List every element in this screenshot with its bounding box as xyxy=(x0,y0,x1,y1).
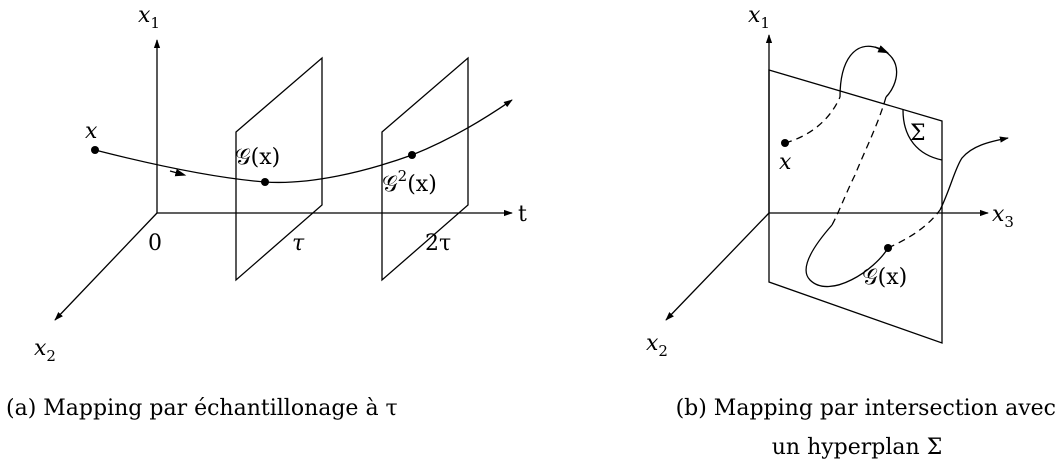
plane-tau xyxy=(235,56,323,282)
caption-b-line1: (b) Mapping par intersection avec xyxy=(676,396,1056,421)
caption-b-line2: un hyperplan Σ xyxy=(772,435,943,460)
trajectory-b-dash1 xyxy=(784,96,841,144)
point-g-b xyxy=(884,244,892,252)
axis-x2-b xyxy=(665,212,770,321)
diagram-a: x1 x2 t 0 τ 2τ x 𝒢(x) 𝒢2(x) (a) Mapping … xyxy=(6,3,527,421)
sigma-arc xyxy=(902,109,943,161)
plane-2tau xyxy=(381,56,469,282)
trajectory-a xyxy=(94,99,513,184)
label-point-g2-a: 𝒢2(x) xyxy=(382,167,437,197)
label-2tau: 2τ xyxy=(425,231,451,256)
label-point-g-a: 𝒢(x) xyxy=(235,145,280,170)
label-origin-a: 0 xyxy=(148,231,162,256)
label-point-x-a: x xyxy=(85,119,98,144)
axis-x2-a xyxy=(54,212,158,321)
label-x1-a: x1 xyxy=(138,3,160,32)
label-x1-b: x1 xyxy=(748,3,770,32)
label-x2-b: x2 xyxy=(646,331,668,360)
label-sigma: Σ xyxy=(910,121,926,146)
trajectory-b-loop-bottom xyxy=(805,224,889,288)
label-tau: τ xyxy=(292,231,305,256)
label-t-a: t xyxy=(518,202,527,227)
trajectory-b-loop-top xyxy=(839,45,898,98)
point-x-a xyxy=(91,146,99,154)
label-x2-a: x2 xyxy=(34,336,56,365)
label-x3-b: x3 xyxy=(992,202,1014,231)
label-point-x-b: x xyxy=(779,150,792,175)
trajectory-b-exit xyxy=(939,136,1009,211)
point-x-b xyxy=(781,139,789,147)
trajectory-b-dash3 xyxy=(887,209,941,249)
diagram-b: x1 x2 x3 Σ x 𝒢(x) (b) Mapping par inters… xyxy=(646,3,1056,460)
point-g2-a xyxy=(408,151,416,159)
trajectory-b-arrowhead-top xyxy=(874,45,890,54)
label-point-g-b: 𝒢(x) xyxy=(862,265,907,290)
trajectory-arrowhead-a xyxy=(169,168,187,177)
point-g-a xyxy=(261,178,269,186)
trajectory-b-dash2 xyxy=(831,96,887,226)
hyperplane-sigma xyxy=(768,69,943,344)
caption-a: (a) Mapping par échantillonage à τ xyxy=(6,396,398,421)
